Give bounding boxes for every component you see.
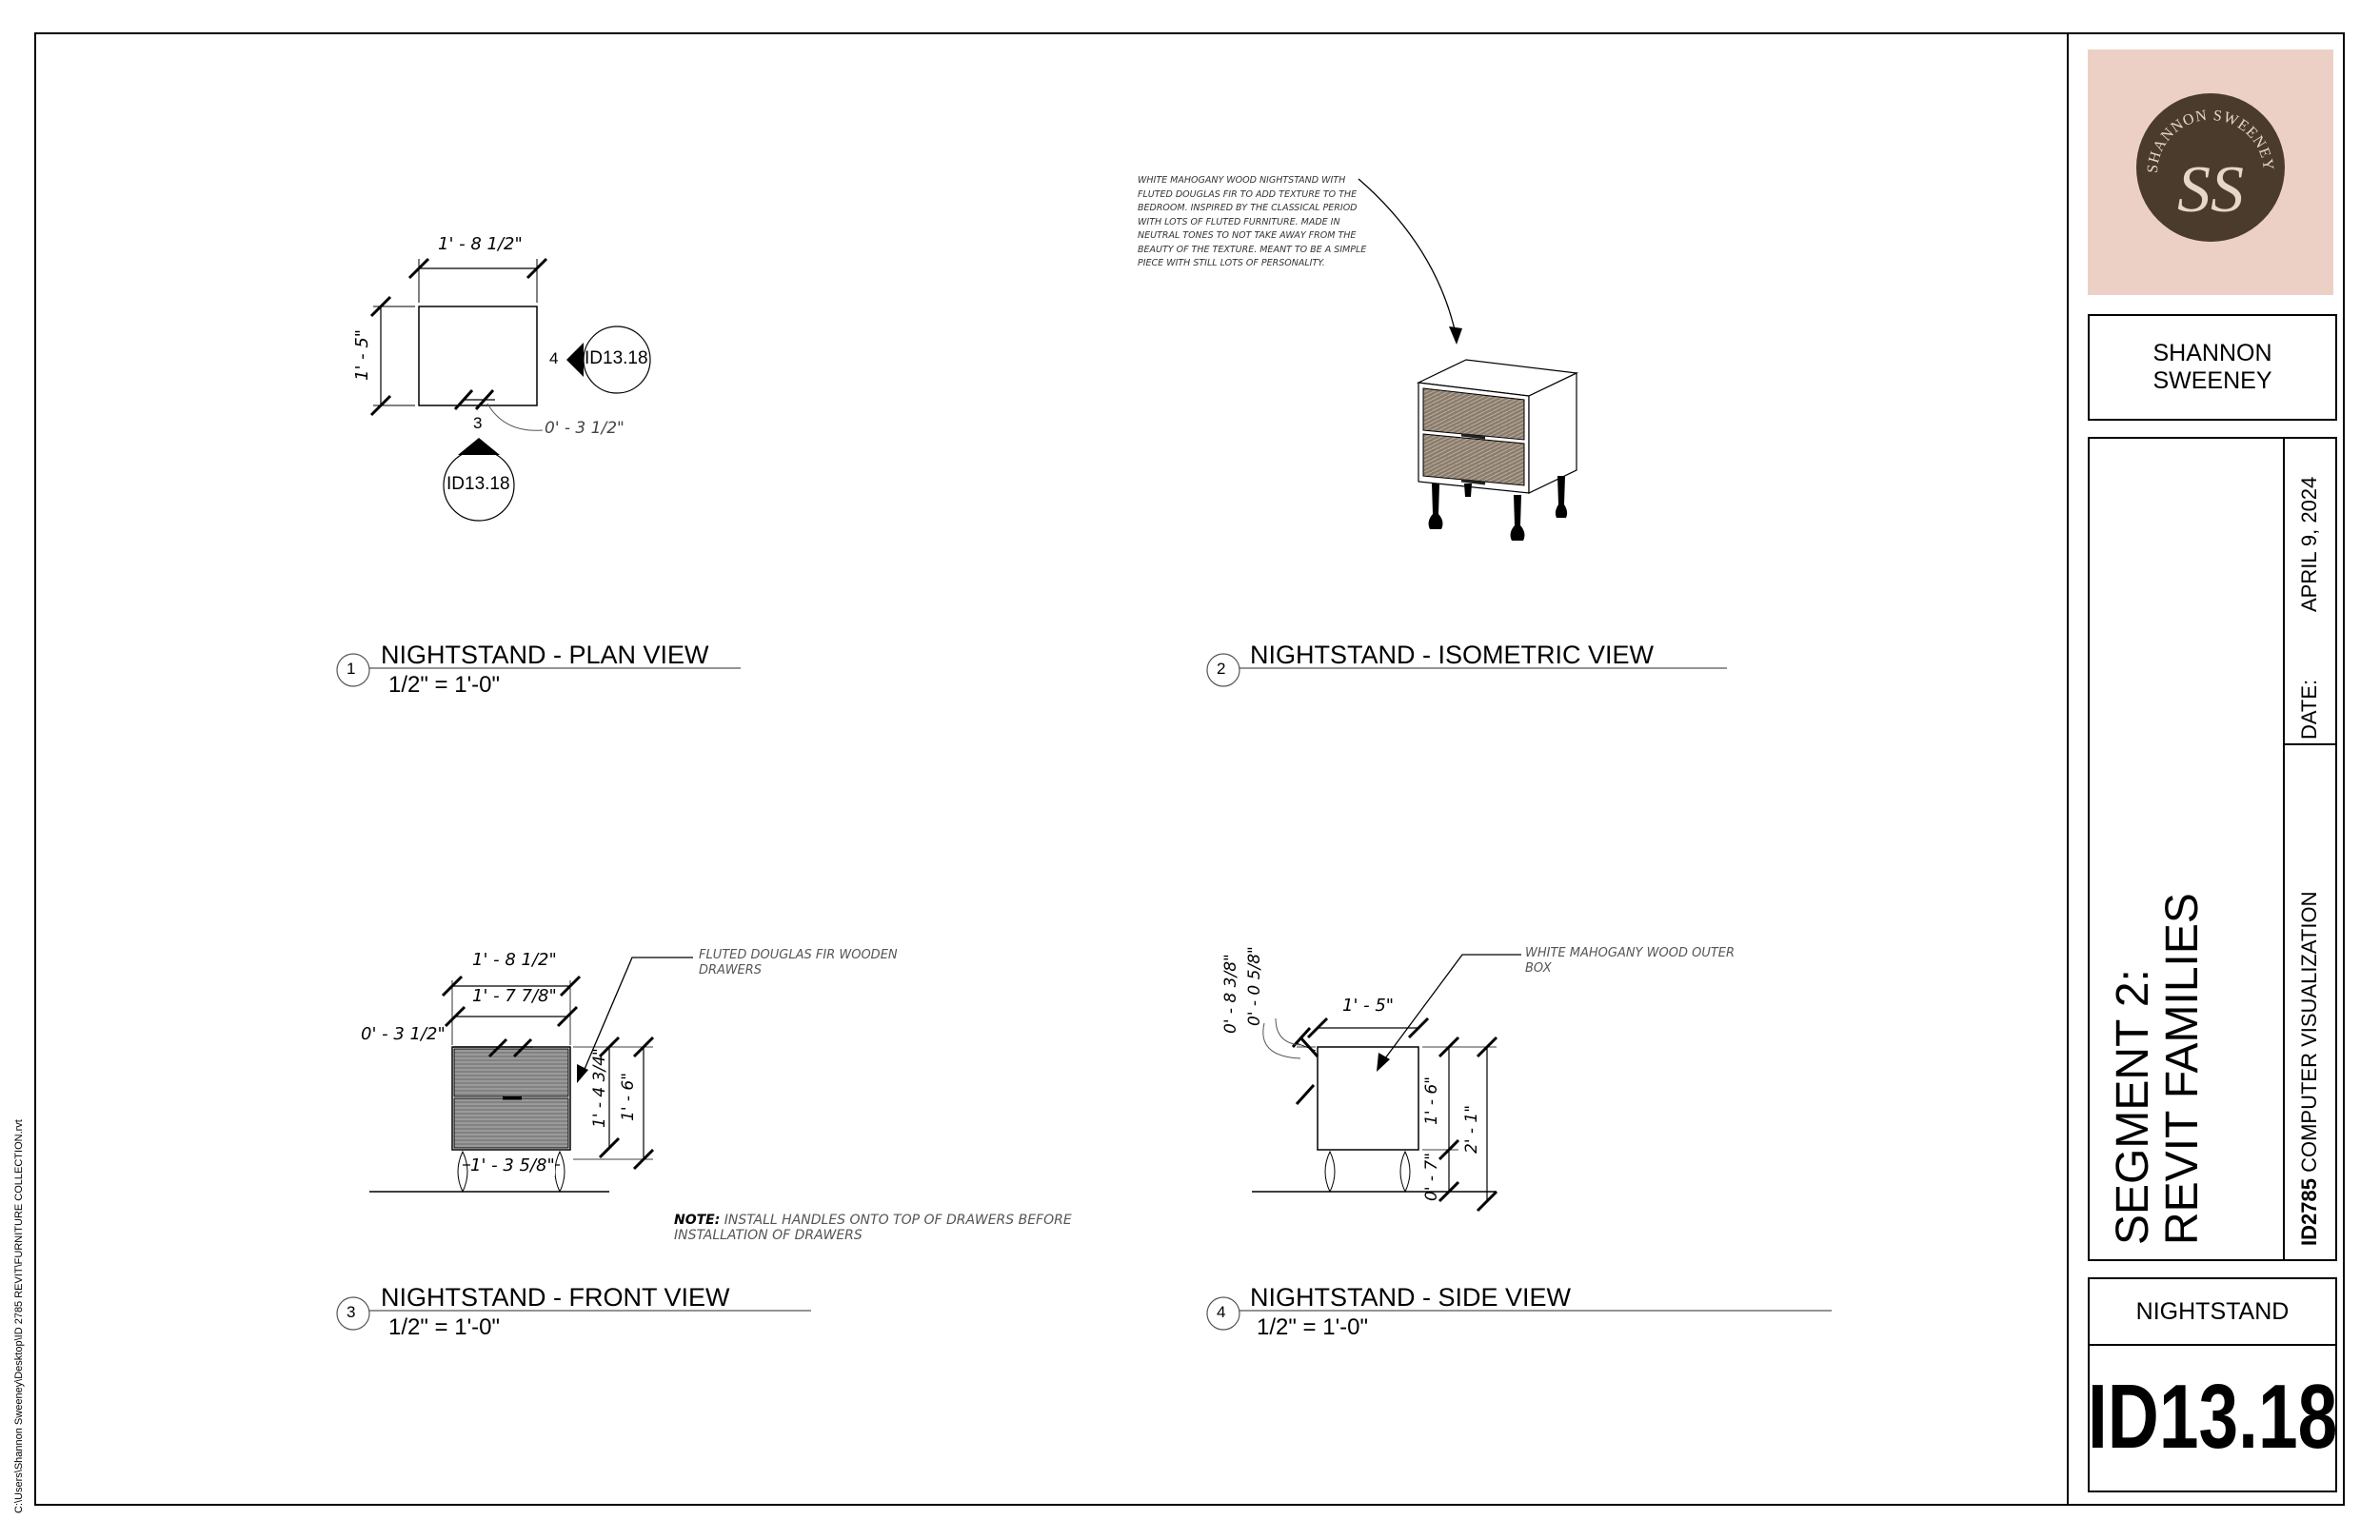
logo-mark: SHANNON SWEENEY SS — [2145, 108, 2275, 227]
side-view-drawing — [1252, 954, 1521, 1213]
front-drawer-note-line: DRAWERS — [699, 963, 763, 977]
isometric-note-line: WHITE MAHOGANY WOOD NIGHTSTAND WITH — [1138, 175, 1346, 186]
view-title-isometric: NIGHTSTAND - ISOMETRIC VIEW — [1250, 641, 1654, 669]
date-value: APRIL 9, 2024 — [2297, 476, 2321, 612]
front-dim-drawer-height: 1' - 4 3/4" — [590, 1048, 609, 1128]
designer-name-box: SHANNON SWEENEY — [2088, 314, 2337, 421]
designer-name-line1: SHANNON — [2152, 340, 2272, 366]
view-number: 2 — [1217, 660, 1226, 678]
plan-callout-bottom-number: 3 — [473, 414, 483, 432]
view-scale-plan: 1/2" = 1'-0" — [388, 672, 501, 698]
view-title-plan: NIGHTSTAND - PLAN VIEW — [381, 641, 709, 669]
plan-dim-depth: 1' - 5" — [352, 328, 372, 381]
side-dim-b: 0' - 0 5/8" — [1245, 946, 1264, 1026]
side-dim-legs: 0' - 7" — [1422, 1152, 1441, 1201]
view-scale-side: 1/2" = 1'-0" — [1257, 1314, 1369, 1340]
sheet-number: ID13.18 — [2088, 1344, 2337, 1492]
side-dim-depth: 1' - 5" — [1342, 996, 1395, 1016]
plan-dim-width: 1' - 8 1/2" — [438, 234, 523, 254]
front-dim-legs: 1' - 3 5/8" — [470, 1155, 555, 1175]
isometric-view-drawing — [1358, 178, 1579, 541]
front-dim-inner: 1' - 7 7/8" — [472, 986, 557, 1006]
segment-line1: SEGMENT 2: — [2108, 969, 2158, 1245]
isometric-note-line: WITH LOTS OF FLUTED FURNITURE. MADE IN — [1138, 216, 1340, 227]
side-dim-a: 0' - 8 3/8" — [1221, 954, 1240, 1034]
logo-circle — [2136, 93, 2285, 242]
view-scale-front: 1/2" = 1'-0" — [388, 1314, 501, 1340]
isometric-note-line: FLUTED DOUGLAS FIR TO ADD TEXTURE TO THE — [1138, 188, 1358, 200]
project-info-divider — [2283, 439, 2285, 1259]
sheet-number-text: ID13.18 — [2087, 1366, 2338, 1468]
view-title-side: NIGHTSTAND - SIDE VIEW — [1250, 1283, 1572, 1312]
view-number: 1 — [347, 660, 356, 678]
side-dim-box: 1' - 6" — [1422, 1076, 1441, 1125]
view-number: 4 — [1217, 1303, 1226, 1321]
side-note-line: BOX — [1525, 961, 1552, 976]
plan-outline — [418, 306, 538, 406]
date-divider — [2283, 743, 2337, 745]
side-dim-overall: 2' - 1" — [1462, 1104, 1481, 1154]
sheet-border — [34, 32, 2345, 1506]
front-dim-height: 1' - 6" — [619, 1072, 638, 1121]
segment-title: SEGMENT 2: REVIT FAMILIES — [2108, 893, 2208, 1245]
note-prefix: NOTE: — [674, 1213, 721, 1228]
plan-view-drawing — [369, 257, 651, 522]
course-label: ID2785 COMPUTER VISUALIZATION — [2297, 892, 2322, 1246]
view-title-front: NIGHTSTAND - FRONT VIEW — [381, 1283, 730, 1312]
front-view-drawing — [369, 957, 693, 1194]
front-install-note-line: INSTALLATION OF DRAWERS — [674, 1228, 863, 1243]
view-number: 3 — [347, 1303, 356, 1321]
side-note-line: WHITE MAHOGANY WOOD OUTER — [1525, 946, 1735, 960]
project-info-box: SEGMENT 2: REVIT FAMILIES ID2785 COMPUTE… — [2088, 437, 2337, 1261]
logo-monogram: SS — [2177, 153, 2244, 227]
front-dim-offset: 0' - 3 1/2" — [361, 1024, 446, 1044]
front-dim-overall: 1' - 8 1/2" — [472, 950, 557, 970]
logo: SHANNON SWEENEY SS — [2136, 99, 2285, 247]
date-label: DATE: — [2297, 679, 2321, 740]
plan-dim-offset: 0' - 3 1/2" — [545, 419, 625, 438]
course-name: COMPUTER VISUALIZATION — [2297, 891, 2321, 1179]
isometric-note-line: NEUTRAL TONES TO NOT TAKE AWAY FROM THE — [1138, 230, 1357, 241]
course-code: ID2785 — [2297, 1178, 2321, 1246]
isometric-note: WHITE MAHOGANY WOOD NIGHTSTAND WITH FLUT… — [1138, 174, 1366, 271]
isometric-note-line: BEAUTY OF THE TEXTURE. MEANT TO BE A SIM… — [1138, 244, 1367, 255]
side-note: WHITE MAHOGANY WOOD OUTER BOX — [1525, 946, 1735, 977]
plan-callout-right-number: 4 — [549, 349, 559, 367]
plan-callout-right-ref[interactable]: ID13.18 — [585, 348, 648, 368]
front-drawer-note-line: FLUTED DOUGLAS FIR WOODEN — [699, 948, 898, 962]
isometric-note-line: PIECE WITH STILL LOTS OF PERSONALITY. — [1138, 258, 1325, 268]
designer-name-line2: SWEENEY — [2152, 367, 2272, 394]
front-drawer-note: FLUTED DOUGLAS FIR WOODEN DRAWERS — [699, 948, 898, 978]
isometric-note-line: BEDROOM. INSPIRED BY THE CLASSICAL PERIO… — [1138, 203, 1358, 213]
sheet-name: NIGHTSTAND — [2088, 1277, 2337, 1346]
plan-callout-bottom-ref[interactable]: ID13.18 — [446, 474, 510, 494]
front-install-note: NOTE: INSTALL HANDLES ONTO TOP OF DRAWER… — [674, 1213, 1072, 1243]
segment-line2: REVIT FAMILIES — [2157, 893, 2208, 1245]
front-install-note-line: INSTALL HANDLES ONTO TOP OF DRAWERS BEFO… — [724, 1213, 1072, 1228]
